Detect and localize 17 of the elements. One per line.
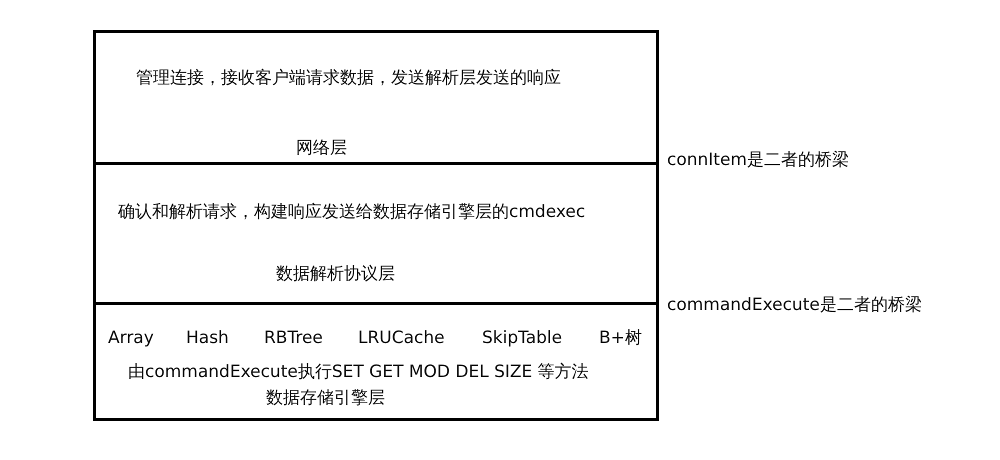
- layer-text: SkipTable: [482, 327, 562, 349]
- layer-text: Array: [108, 327, 154, 349]
- layer-text: 管理连接，接收客户端请求数据，发送解析层发送的响应: [136, 67, 561, 89]
- layer-title: 数据存储引擎层: [266, 387, 385, 409]
- annotation-text: connItem是二者的桥梁: [667, 149, 849, 171]
- layer-box: [93, 302, 659, 421]
- layer-box: [93, 162, 659, 305]
- annotation-text: commandExecute是二者的桥梁: [667, 294, 922, 316]
- layer-text: RBTree: [264, 327, 323, 349]
- layer-text: 由commandExecute执行SET GET MOD DEL SIZE 等方法: [128, 361, 589, 383]
- layer-text: Hash: [186, 327, 229, 349]
- layer-title: 网络层: [296, 137, 347, 159]
- layer-text: 确认和解析请求，构建响应发送给数据存储引擎层的cmdexec: [118, 201, 586, 223]
- layer-box: [93, 30, 659, 165]
- layer-text: B+树: [599, 327, 642, 349]
- layer-text: LRUCache: [358, 327, 445, 349]
- layer-title: 数据解析协议层: [276, 263, 395, 285]
